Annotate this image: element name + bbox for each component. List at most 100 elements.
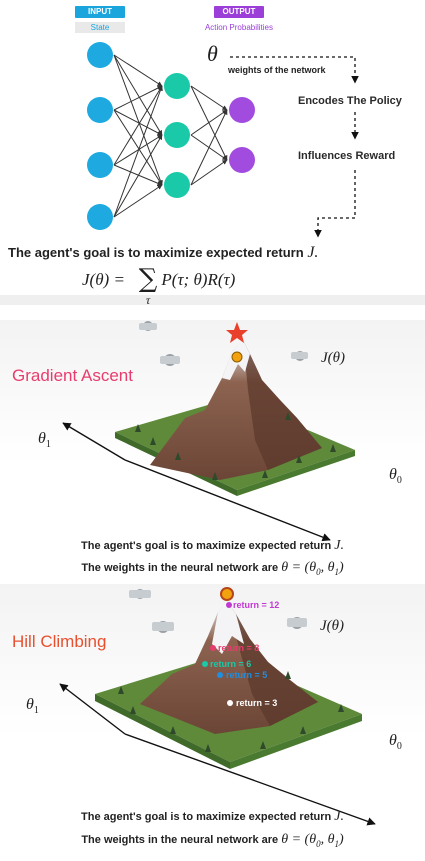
network-edge (190, 109, 228, 186)
objective-formula: J(θ) = ∑ τ P(τ; θ)R(τ) (82, 264, 236, 306)
gradient-caption-1: The agent's goal is to maximize expected… (0, 538, 425, 554)
network-edge (113, 164, 163, 186)
hill-caption-1: The agent's goal is to maximize expected… (0, 809, 425, 825)
return-5-dot (217, 672, 223, 678)
hill-climbing-panel: return = 12 return = 8 return = 6 return… (0, 584, 425, 861)
gradient-theta1-sub: 1 (45, 439, 51, 451)
output-neuron (229, 147, 255, 173)
input-neuron (87, 152, 113, 178)
goal-text: The agent's goal is to maximize expected… (8, 245, 304, 260)
output-tag: OUTPUT (214, 6, 264, 18)
network-edge (190, 159, 228, 186)
network-edge (113, 85, 163, 166)
network-edge (113, 54, 163, 136)
theta-symbol: θ (207, 41, 218, 66)
star-icon (226, 322, 248, 343)
mountain-shadow (243, 340, 322, 470)
hill-caption-2-text: The weights in the neural network are (81, 834, 279, 846)
hill-theta1-sub: 1 (33, 705, 39, 717)
formula-lhs: J(θ) = (82, 270, 125, 289)
neural-network-diagram (0, 42, 425, 305)
network-edge (113, 184, 163, 218)
trees (135, 412, 336, 480)
hill-j-label: J(θ) (320, 618, 345, 634)
gradient-caption-1-text: The agent's goal is to maximize expected… (81, 540, 332, 552)
network-edge (113, 85, 163, 218)
ground-edge-right (237, 450, 355, 496)
gradient-caption-2-math: θ = (θ0, θ1) (281, 560, 344, 577)
gradient-theta0-label: θ0 (389, 466, 402, 486)
gradient-ascent-scene (62, 321, 355, 542)
hill-theta1-label: θ1 (26, 696, 39, 716)
gradient-caption-2-text: The weights in the neural network are (81, 562, 279, 574)
return-3-dot (227, 700, 233, 706)
network-edge (113, 54, 163, 87)
theta1-axis (59, 683, 126, 735)
summit-marker-icon (220, 587, 234, 601)
hill-caption-1-symbol: J. (334, 809, 344, 824)
return-6-label: return = 6 (210, 659, 252, 669)
encodes-policy-label: Encodes The Policy (298, 95, 402, 107)
snow-cap (212, 600, 244, 654)
output-neuron (229, 97, 255, 123)
influences-reward-label: Influences Reward (298, 150, 396, 162)
input-tag: INPUT (75, 6, 125, 18)
input-neuron (87, 42, 113, 68)
trees (118, 671, 344, 752)
sum-index: τ (145, 293, 151, 307)
input-sub-label: State (75, 22, 125, 33)
gradient-caption-2: The weights in the neural network are θ … (0, 560, 425, 577)
network-edge (113, 109, 163, 136)
network-neurons (87, 42, 255, 230)
return-3-label: return = 3 (236, 698, 278, 708)
robot-icon-2 (152, 621, 174, 633)
formula-rhs: P(τ; θ)R(τ) (161, 270, 236, 289)
robot-icon-1 (139, 321, 157, 331)
gradient-ascent-title: Gradient Ascent (12, 366, 133, 385)
network-edge (113, 85, 163, 111)
input-neuron (87, 204, 113, 230)
theta0-axis (124, 733, 376, 826)
goal-statement: The agent's goal is to maximize expected… (8, 244, 318, 262)
return-6-dot (202, 661, 208, 667)
agent-marker (231, 351, 243, 363)
gradient-theta1-label: θ1 (38, 430, 51, 450)
mountain-shadow (226, 600, 318, 726)
ground-edge-left (95, 694, 230, 769)
return-12-label: return = 12 (233, 600, 280, 610)
gradient-j-label: J(θ) (321, 350, 346, 366)
formula-sum: ∑ τ (135, 264, 161, 306)
hill-caption-2: The weights in the neural network are θ … (0, 832, 425, 849)
gradient-theta1-symbol: θ (38, 430, 46, 447)
policy-network-panel: INPUT State OUTPUT Action Probabilities … (0, 0, 425, 318)
weights-label: weights of the network (228, 65, 326, 75)
ground-edge-right (230, 714, 362, 769)
sum-symbol: ∑ (138, 264, 158, 294)
hill-theta1-symbol: θ (26, 696, 34, 713)
hill-climbing-title: Hill Climbing (12, 632, 107, 651)
gradient-ascent-panel: Gradient Ascent J(θ) θ1 θ0 The agent's g… (0, 320, 425, 582)
gradient-theta0-symbol: θ (389, 466, 397, 483)
robot-icon-2 (160, 354, 180, 366)
network-edge (113, 134, 163, 166)
hidden-neuron (164, 122, 190, 148)
hidden-neuron (164, 172, 190, 198)
network-edge (113, 109, 163, 186)
hill-caption-2-math: θ = (θ0, θ1) (281, 832, 344, 849)
input-neuron (87, 97, 113, 123)
output-sub-label: Action Probabilities (204, 23, 274, 32)
hill-theta0-sub: 0 (396, 741, 402, 753)
hill-theta0-label: θ0 (389, 732, 402, 752)
policy-flow-arrows (230, 56, 359, 238)
robot-icon-3 (287, 617, 307, 629)
return-8-label: return = 8 (218, 643, 260, 653)
gradient-theta0-sub: 0 (396, 475, 402, 487)
network-edge (113, 134, 163, 218)
robot-icon-3 (291, 351, 308, 361)
gradient-caption-1-symbol: J. (334, 538, 344, 553)
network-edge (190, 109, 228, 136)
hill-caption-1-text: The agent's goal is to maximize expected… (81, 811, 332, 823)
theta1-axis (62, 422, 126, 461)
return-12-dot (226, 602, 232, 608)
hill-theta0-symbol: θ (389, 732, 397, 749)
